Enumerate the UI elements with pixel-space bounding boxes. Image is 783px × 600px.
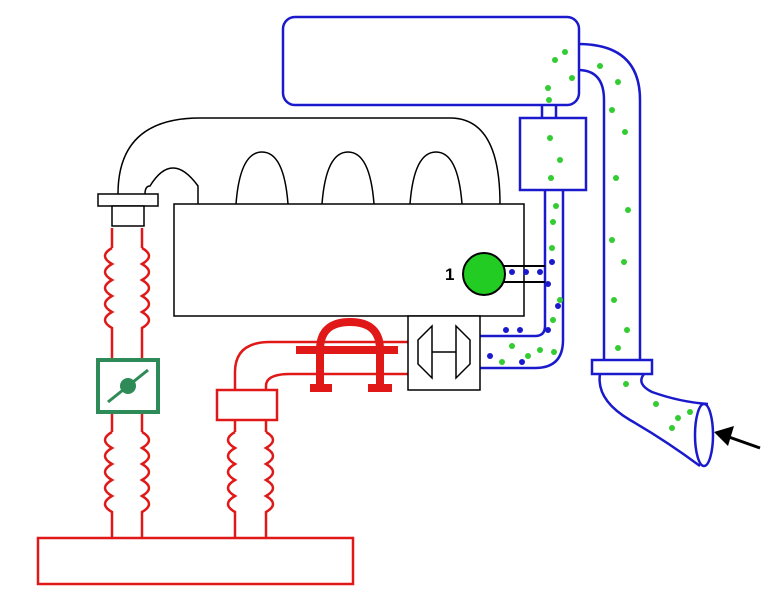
bottom-manifold-block (36, 536, 355, 586)
green-particles (499, 49, 693, 431)
sensor-1-label: 1 (445, 265, 454, 284)
blue-particles (487, 259, 561, 365)
charge-pipe (233, 340, 408, 390)
left-bellows-duct (103, 228, 151, 538)
engine-block (173, 203, 525, 317)
throttle-valve-icon (96, 358, 160, 414)
sensor-1: 1 (445, 252, 506, 296)
intake-manifold (117, 117, 501, 205)
air-filter-box (281, 15, 581, 107)
arrow-icon (714, 426, 761, 450)
intake-tube-clamp (590, 358, 654, 376)
hot-air-system (36, 228, 408, 586)
intake-mouth (693, 402, 715, 468)
engine (97, 117, 525, 317)
bypass-arch (296, 317, 398, 392)
middle-bellows-duct (226, 420, 275, 538)
manifold-flange (97, 193, 159, 207)
duct-connector (215, 388, 279, 422)
turbocharger-icon (407, 315, 481, 391)
cold-air-system (281, 15, 715, 468)
intake-tube (577, 42, 642, 360)
